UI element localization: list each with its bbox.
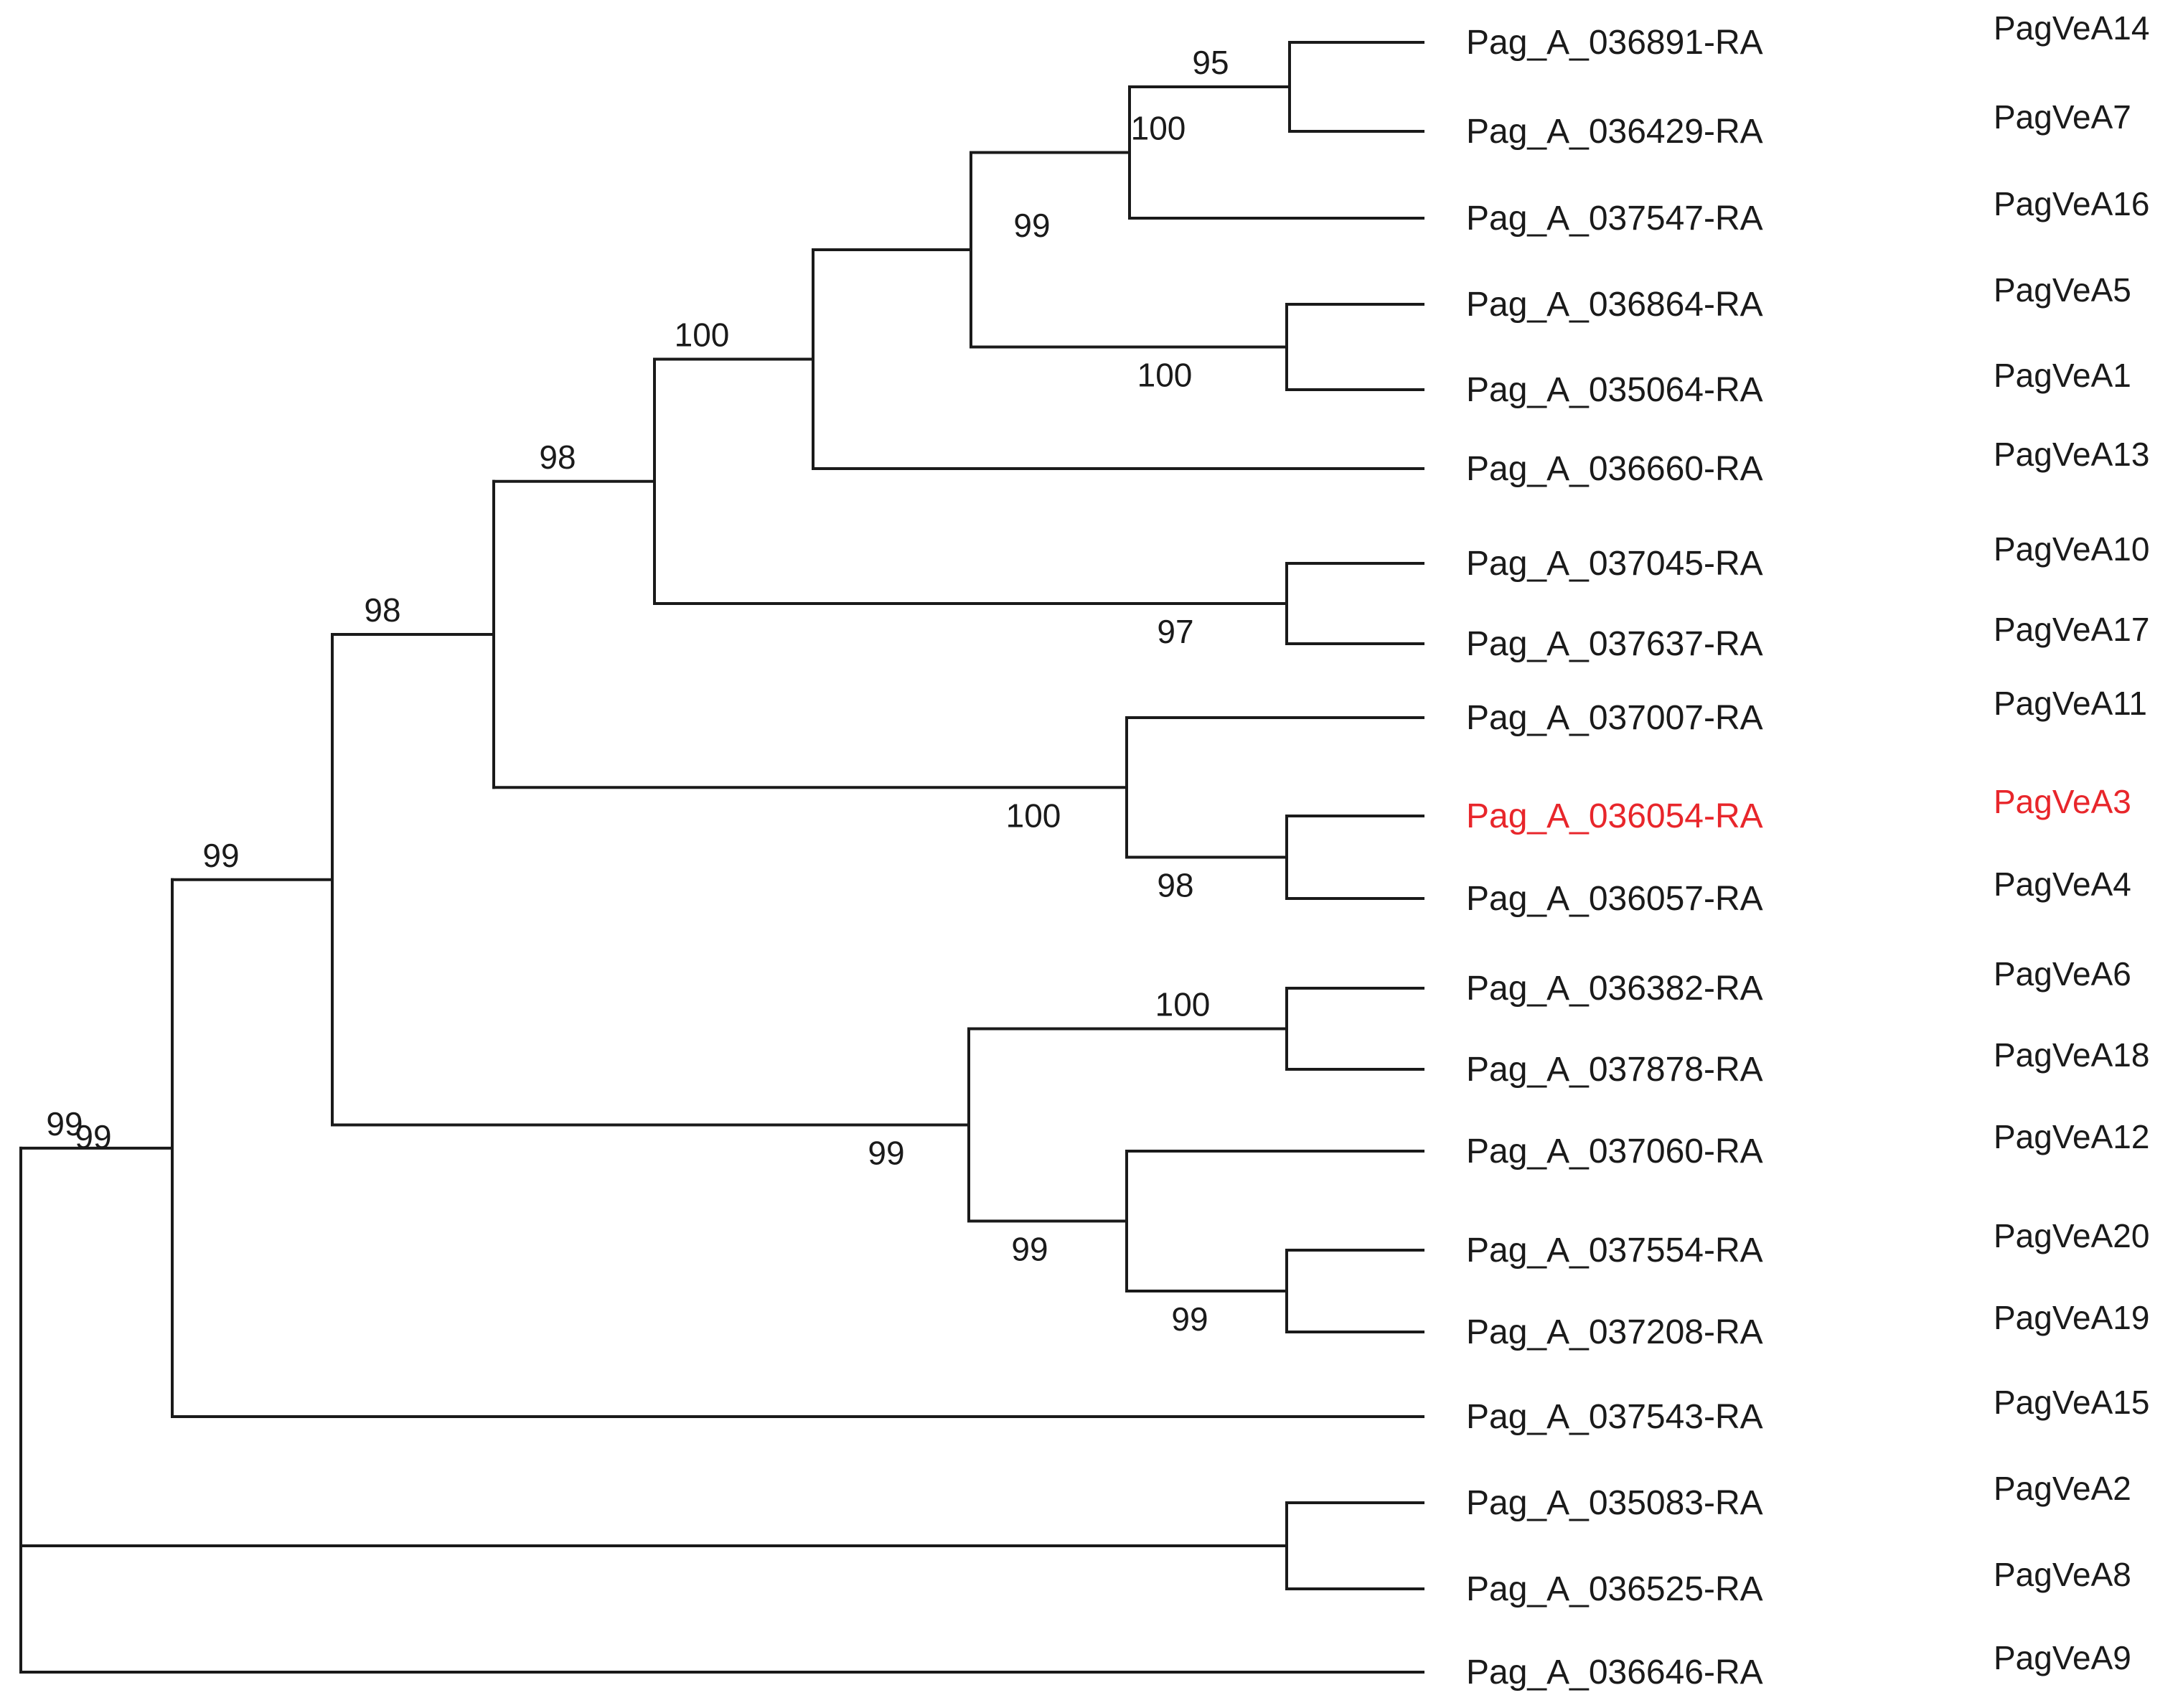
gene-id-label: Pag_A_035064-RA (1466, 371, 1763, 409)
protein-name-label: PagVeA12 (1994, 1118, 2149, 1155)
protein-name-label: PagVeA17 (1994, 611, 2149, 648)
protein-name-label: PagVeA3 (1994, 783, 2131, 820)
gene-id-label: Pag_A_036864-RA (1466, 286, 1763, 324)
gene-id-label: Pag_A_037543-RA (1466, 1398, 1763, 1436)
protein-name-labels: PagVeA14PagVeA7PagVeA16PagVeA5PagVeA1Pag… (1994, 9, 2149, 1676)
gene-id-label: Pag_A_036525-RA (1466, 1570, 1763, 1608)
protein-name-label: PagVeA5 (1994, 271, 2131, 309)
protein-name-label: PagVeA18 (1994, 1036, 2149, 1074)
gene-id-label: Pag_A_036891-RA (1466, 24, 1763, 62)
bootstrap-value: 100 (1131, 110, 1186, 147)
protein-name-label: PagVeA14 (1994, 9, 2149, 47)
bootstrap-value: 100 (675, 316, 730, 354)
bootstrap-value: 99 (1013, 207, 1050, 244)
protein-name-label: PagVeA20 (1994, 1217, 2149, 1254)
bootstrap-value: 97 (1157, 613, 1193, 650)
gene-id-label: Pag_A_037547-RA (1466, 200, 1763, 238)
bootstrap-value: 99 (1011, 1231, 1048, 1268)
gene-id-label: Pag_A_037878-RA (1466, 1051, 1763, 1089)
bootstrap-value: 99 (75, 1118, 111, 1155)
gene-id-label: Pag_A_036382-RA (1466, 970, 1763, 1008)
gene-id-label: Pag_A_037637-RA (1466, 625, 1763, 663)
gene-id-label: Pag_A_036660-RA (1466, 450, 1763, 488)
protein-name-label: PagVeA13 (1994, 436, 2149, 473)
bootstrap-value: 99 (46, 1105, 83, 1142)
bootstrap-value: 99 (1171, 1300, 1208, 1338)
gene-id-label: Pag_A_037045-RA (1466, 545, 1763, 583)
bootstrap-value: 100 (1137, 357, 1193, 394)
gene-id-label: Pag_A_036057-RA (1466, 880, 1763, 918)
bootstrap-value: 99 (868, 1135, 904, 1172)
protein-name-label: PagVeA15 (1994, 1384, 2149, 1421)
protein-name-label: PagVeA6 (1994, 955, 2131, 993)
protein-name-label: PagVeA4 (1994, 865, 2131, 903)
protein-name-label: PagVeA16 (1994, 185, 2149, 222)
bootstrap-value: 98 (364, 591, 400, 629)
tree-branches (19, 41, 1424, 1674)
protein-name-label: PagVeA19 (1994, 1299, 2149, 1336)
bootstrap-value: 95 (1192, 44, 1229, 81)
protein-name-label: PagVeA11 (1994, 685, 2147, 722)
bootstrap-value: 98 (1157, 867, 1193, 904)
gene-id-label: Pag_A_037060-RA (1466, 1132, 1763, 1170)
gene-id-label: Pag_A_037007-RA (1466, 699, 1763, 737)
protein-name-label: PagVeA1 (1994, 357, 2131, 394)
gene-id-label: Pag_A_037208-RA (1466, 1313, 1763, 1351)
gene-id-labels: Pag_A_036891-RA Pag_A_036429-RA Pag_A_0375… (1466, 24, 1763, 1691)
bootstrap-value: 100 (1006, 797, 1061, 834)
protein-name-label: PagVeA9 (1994, 1639, 2131, 1676)
protein-name-label: PagVeA2 (1994, 1470, 2131, 1507)
gene-id-label: Pag_A_036054-RA (1466, 797, 1763, 835)
protein-name-label: PagVeA7 (1994, 98, 2131, 136)
bootstrap-value: 98 (539, 438, 576, 476)
protein-name-label: PagVeA10 (1994, 530, 2149, 568)
bootstrap-value: 99 (202, 837, 239, 874)
gene-id-label: Pag_A_035083-RA (1466, 1484, 1763, 1522)
gene-id-label: Pag_A_037554-RA (1466, 1231, 1763, 1270)
gene-id-label: Pag_A_036429-RA (1466, 113, 1763, 151)
protein-name-label: PagVeA8 (1994, 1556, 2131, 1593)
gene-id-label: Pag_A_036646-RA (1466, 1653, 1763, 1691)
bootstrap-value: 100 (1155, 986, 1211, 1023)
